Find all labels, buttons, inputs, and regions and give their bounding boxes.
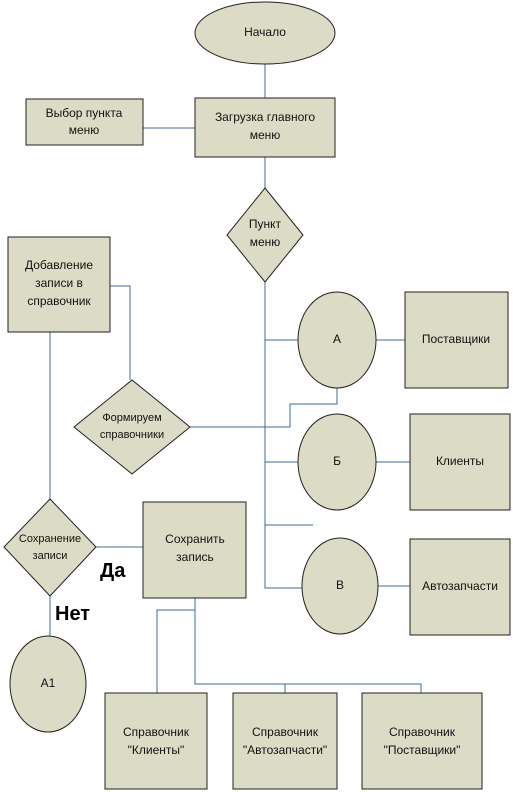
edge-add-form <box>110 285 131 380</box>
no-label: Нет <box>55 603 90 625</box>
menu-item-decision <box>226 187 304 283</box>
load-menu-label-2: меню <box>250 128 281 142</box>
edge-menu-trunk <box>264 282 303 589</box>
a1-node <box>9 635 87 733</box>
ref-autoparts-label-1: Справочник <box>252 725 319 739</box>
autoparts-node <box>409 538 511 636</box>
v-label: В <box>336 578 344 592</box>
save-decision <box>3 498 97 597</box>
save-record-node <box>142 501 247 599</box>
save-decision-label-1: Сохранение <box>19 533 81 545</box>
ref-autoparts-node <box>232 692 338 790</box>
select-item-node <box>25 98 144 146</box>
menu-item-label-1: Пункт <box>249 217 282 231</box>
b-node <box>297 413 377 511</box>
edge-form-a <box>190 388 338 428</box>
add-record-label-3: справочник <box>27 294 91 308</box>
edge-save-refsuppliers <box>194 598 422 693</box>
clients-label: Клиенты <box>436 454 484 468</box>
a-node <box>297 291 377 389</box>
yes-label: Да <box>100 560 126 582</box>
save-decision-label-2: записи <box>33 550 68 562</box>
ref-clients-label-2: "Клиенты" <box>128 743 185 757</box>
v-node <box>301 537 379 635</box>
form-refs-decision <box>73 379 191 475</box>
a1-label: А1 <box>41 676 56 690</box>
start-node <box>194 1 336 65</box>
ref-suppliers-label-2: "Поставщики" <box>384 743 461 757</box>
save-record-label-2: запись <box>176 550 214 564</box>
form-refs-label-2: справочники <box>100 429 164 441</box>
menu-item-label-2: меню <box>250 235 281 249</box>
select-item-label-1: Выбор пункта <box>46 106 123 120</box>
ref-autoparts-label-2: "Автозапчасти" <box>243 743 327 757</box>
load-menu-label-1: Загрузка главного <box>215 110 315 124</box>
add-record-label-2: записи в <box>35 276 83 290</box>
suppliers-node <box>404 291 509 389</box>
suppliers-label: Поставщики <box>422 332 490 346</box>
edge-save-refclients <box>156 598 196 693</box>
save-record-label-1: Сохранить <box>165 532 225 546</box>
form-refs-label-1: Формируем <box>102 412 161 424</box>
ref-clients-node <box>104 692 208 790</box>
connectors <box>49 64 422 693</box>
add-record-label-1: Добавление <box>25 258 93 272</box>
select-item-label-2: меню <box>69 123 100 137</box>
load-menu-node <box>194 97 336 158</box>
b-label: Б <box>333 454 341 468</box>
a-label: А <box>333 332 341 346</box>
ref-suppliers-label-1: Справочник <box>389 725 456 739</box>
add-record-node <box>7 236 111 333</box>
start-label: Начало <box>244 25 286 39</box>
autoparts-label: Автозапчасти <box>422 579 498 593</box>
clients-node <box>409 413 511 511</box>
ref-clients-label-1: Справочник <box>123 725 190 739</box>
ref-suppliers-node <box>361 692 483 790</box>
